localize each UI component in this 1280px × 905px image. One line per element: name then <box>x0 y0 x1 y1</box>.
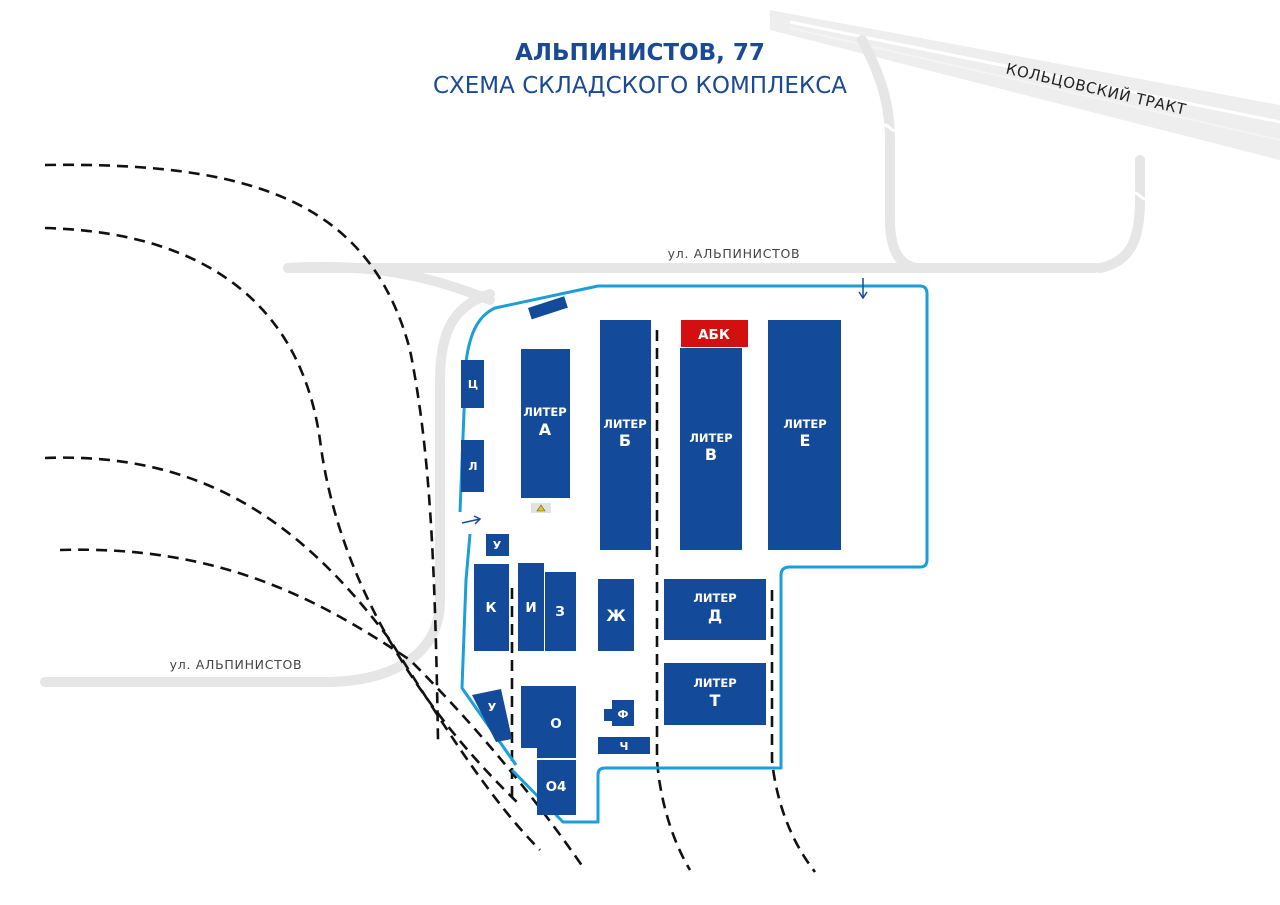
street-label-top: ул. АЛЬПИНИСТОВ <box>668 246 801 261</box>
building-a-label-top: ЛИТЕР <box>523 405 566 419</box>
building-d-label: Д <box>708 606 722 625</box>
building-u1 <box>486 534 509 556</box>
building-o4-label: О4 <box>546 779 567 795</box>
building-ts-label: Ц <box>468 378 478 391</box>
road-break-marks <box>876 123 1154 201</box>
building-f-label: Ф <box>618 708 629 721</box>
building-a-label: А <box>539 420 552 439</box>
building-u2-label: У <box>488 701 497 714</box>
building-v-label-top: ЛИТЕР <box>689 431 732 445</box>
building-e <box>768 320 841 550</box>
building-i-label: И <box>525 600 536 616</box>
building-b <box>600 320 651 550</box>
building-zh <box>598 579 634 651</box>
building-e-label-top: ЛИТЕР <box>783 417 826 431</box>
building-a <box>521 349 570 498</box>
building-u1-label: У <box>493 539 502 552</box>
building-b-label: Б <box>619 431 631 450</box>
railway-lines <box>44 163 817 873</box>
warning-sign-icon <box>531 503 551 513</box>
building-t-label-top: ЛИТЕР <box>693 676 736 690</box>
building-ch-label: Ч <box>620 740 629 753</box>
street-label-left: ул. АЛЬПИНИСТОВ <box>170 657 303 672</box>
buildings <box>461 296 841 815</box>
building-zh-label: Ж <box>606 606 626 625</box>
building-b-label-top: ЛИТЕР <box>603 417 646 431</box>
map-subtitle: СХЕМА СКЛАДСКОГО КОМПЛЕКСА <box>433 73 847 99</box>
building-o-side <box>521 686 537 748</box>
building-d-label-top: ЛИТЕР <box>693 591 736 605</box>
building-abk <box>681 320 748 347</box>
building-l <box>461 440 484 492</box>
building-o-label: О <box>550 716 561 732</box>
building-e-label: Е <box>800 431 811 450</box>
building-t-label: Т <box>710 691 721 710</box>
building-o <box>537 686 576 758</box>
building-i <box>518 563 544 651</box>
roads <box>40 35 1145 687</box>
building-u2 <box>472 689 512 742</box>
building-ts <box>461 360 484 408</box>
building-d <box>664 579 766 640</box>
building-k-label: К <box>485 600 496 616</box>
map-title: АЛЬПИНИСТОВ, 77 <box>515 40 765 66</box>
building-v-label: В <box>705 445 717 464</box>
building-v <box>680 348 742 550</box>
building-t <box>664 663 766 725</box>
building-ch <box>598 737 650 754</box>
building-shed-top <box>528 296 568 320</box>
building-z-label: З <box>555 604 565 620</box>
highway <box>770 10 1280 160</box>
building-o4 <box>537 760 576 815</box>
arrow-icon <box>461 278 868 525</box>
building-l-label: Л <box>468 460 477 473</box>
building-k <box>474 564 509 651</box>
building-f <box>612 700 634 726</box>
building-f-annex <box>604 709 613 721</box>
building-z <box>545 572 576 651</box>
abk-label: АБК <box>698 327 730 343</box>
